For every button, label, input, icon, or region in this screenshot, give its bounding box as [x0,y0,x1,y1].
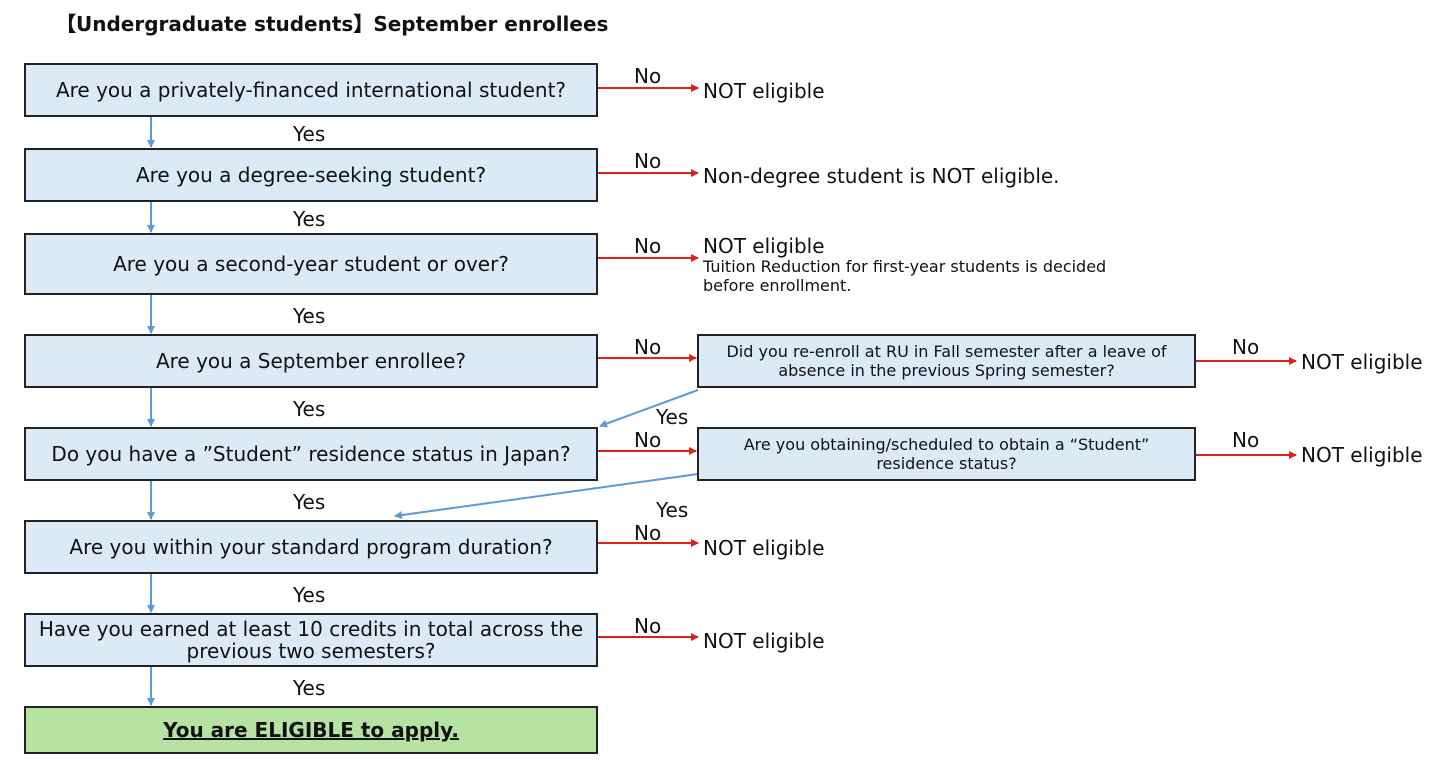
yes-label-1: Yes [293,122,326,146]
yes-label-3: Yes [293,304,326,328]
question-box-program-duration: Are you within your standard program dur… [24,520,598,574]
side-question-box-obtaining-status: Are you obtaining/scheduled to obtain a … [697,427,1196,481]
outcome-non-degree: Non-degree student is NOT eligible. [703,164,1060,188]
no-label-side-1: No [1232,335,1260,359]
question-box-credits: Have you earned at least 10 credits in t… [24,613,598,667]
no-label-5: No [634,428,662,452]
question-box-september-enrollee: Are you a September enrollee? [24,334,598,388]
yes-arrow-side-2 [394,473,699,520]
yes-label-side-1: Yes [656,405,689,429]
yes-label-5: Yes [293,490,326,514]
yes-label-4: Yes [293,397,326,421]
yes-label-side-2: Yes [656,498,689,522]
outcome-not-eligible-7: NOT eligible [703,629,825,653]
no-label-side-2: No [1232,428,1260,452]
yes-arrow-side-1 [599,389,699,428]
no-label-4: No [634,335,662,359]
outcome-not-eligible-side-1: NOT eligible [1301,350,1423,374]
eligible-result-box: You are ELIGIBLE to apply. [24,706,598,754]
yes-label-2: Yes [293,207,326,231]
no-label-2: No [634,149,662,173]
question-box-degree-seeking: Are you a degree-seeking student? [24,148,598,202]
question-box-private-funded: Are you a privately-financed internation… [24,63,598,117]
question-box-second-year: Are you a second-year student or over? [24,233,598,295]
yes-label-6: Yes [293,583,326,607]
no-label-7: No [634,614,662,638]
side-question-box-reenroll: Did you re-enroll at RU in Fall semester… [697,334,1196,388]
no-label-3: No [634,234,662,258]
question-box-residence-status: Do you have a ”Student” residence status… [24,427,598,481]
yes-label-7: Yes [293,676,326,700]
page-title: 【Undergraduate students】September enroll… [56,12,609,36]
outcome-note-line-1: Tuition Reduction for first-year student… [703,257,1107,276]
outcome-not-eligible-3: NOT eligible [703,234,825,258]
outcome-note-line-2: before enrollment. [703,276,852,295]
no-label-6: No [634,521,662,545]
outcome-not-eligible-6: NOT eligible [703,536,825,560]
no-label-1: No [634,64,662,88]
outcome-not-eligible-1: NOT eligible [703,79,825,103]
outcome-not-eligible-side-2: NOT eligible [1301,443,1423,467]
